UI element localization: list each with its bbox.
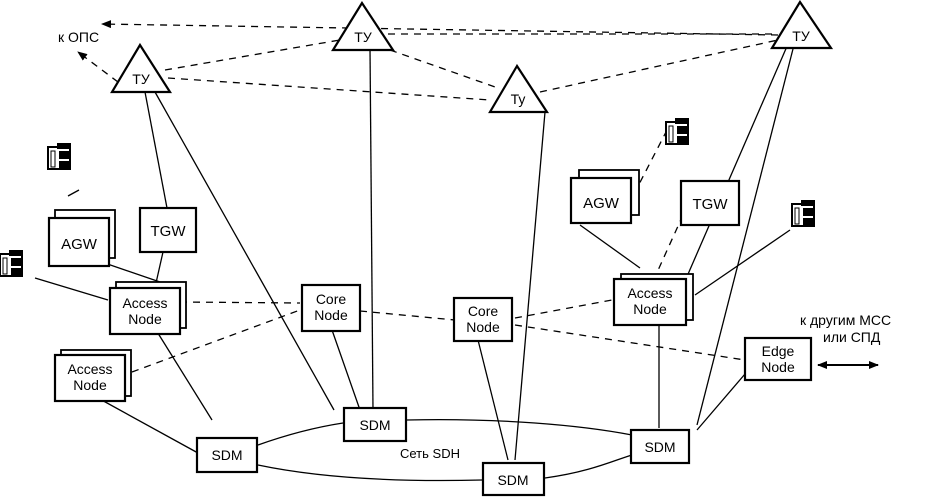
box-label: TGW: [693, 196, 729, 213]
sdm-right[interactable]: SDM: [629, 428, 691, 465]
box-label-line1: Edge: [762, 343, 795, 359]
tu-node-label: Ту: [511, 91, 526, 107]
transport-links: [34, 43, 795, 461]
box-label: SDM: [497, 472, 528, 488]
tgw-right[interactable]: TGW: [679, 179, 741, 227]
box-label-line2: Node: [314, 307, 348, 323]
access-node-left-top[interactable]: Access Node: [108, 281, 187, 336]
box-label-line2: Node: [73, 377, 107, 393]
box-label: SDM: [211, 447, 242, 463]
box-label: TGW: [151, 223, 187, 240]
core-node-2[interactable]: Core Node: [452, 296, 514, 343]
tu-node-label: ТУ: [354, 29, 372, 45]
box-label-line2: Node: [466, 319, 500, 335]
sdh-ring: [257, 419, 633, 482]
tu-node-3[interactable]: Ту: [488, 63, 550, 114]
agw-left[interactable]: AGW: [47, 209, 116, 268]
box-label-line1: Core: [468, 303, 499, 319]
sdm-center[interactable]: SDM: [342, 406, 408, 443]
agw-right[interactable]: AGW: [569, 169, 640, 225]
box-label-line1: Access: [67, 361, 112, 377]
box-label: AGW: [583, 195, 620, 212]
core-node-1[interactable]: Core Node: [300, 283, 362, 333]
box-label-line1: Access: [122, 295, 167, 311]
tgw-left[interactable]: TGW: [138, 206, 198, 254]
to-other-networks-label-2: или СПД: [823, 329, 881, 345]
tu-node-2[interactable]: ТУ: [331, 0, 396, 52]
to-ops-label: к ОПС: [58, 29, 99, 45]
sdh-ring-label: Сеть SDH: [400, 446, 460, 461]
box-label: AGW: [61, 236, 98, 253]
access-node-right[interactable]: Access Node: [612, 273, 694, 327]
box-label: SDM: [359, 417, 390, 433]
terminal-icon: [0, 249, 24, 277]
edge-node[interactable]: Edge Node: [743, 336, 813, 382]
signalling-links: [77, 20, 779, 373]
tu-node-label: ТУ: [132, 71, 150, 87]
terminal-icon: [665, 117, 690, 145]
sdm-left[interactable]: SDM: [195, 436, 259, 474]
tu-node-4[interactable]: ТУ: [770, 0, 834, 50]
tu-node-label: ТУ: [792, 28, 810, 44]
box-label-line1: Core: [316, 291, 347, 307]
to-other-networks-label-1: к другим МСС: [800, 312, 891, 328]
sdm-bottom[interactable]: SDM: [481, 461, 546, 497]
terminal-icon: [47, 142, 72, 170]
box-label-line2: Node: [761, 359, 795, 375]
tu-node-1[interactable]: ТУ: [110, 42, 173, 94]
box-label: SDM: [644, 439, 675, 455]
box-label-line2: Node: [128, 311, 162, 327]
access-node-left-bottom[interactable]: Access Node: [53, 349, 132, 403]
box-label-line2: Node: [633, 301, 667, 317]
terminal-icon: [791, 199, 816, 227]
box-label-line1: Access: [627, 285, 672, 301]
